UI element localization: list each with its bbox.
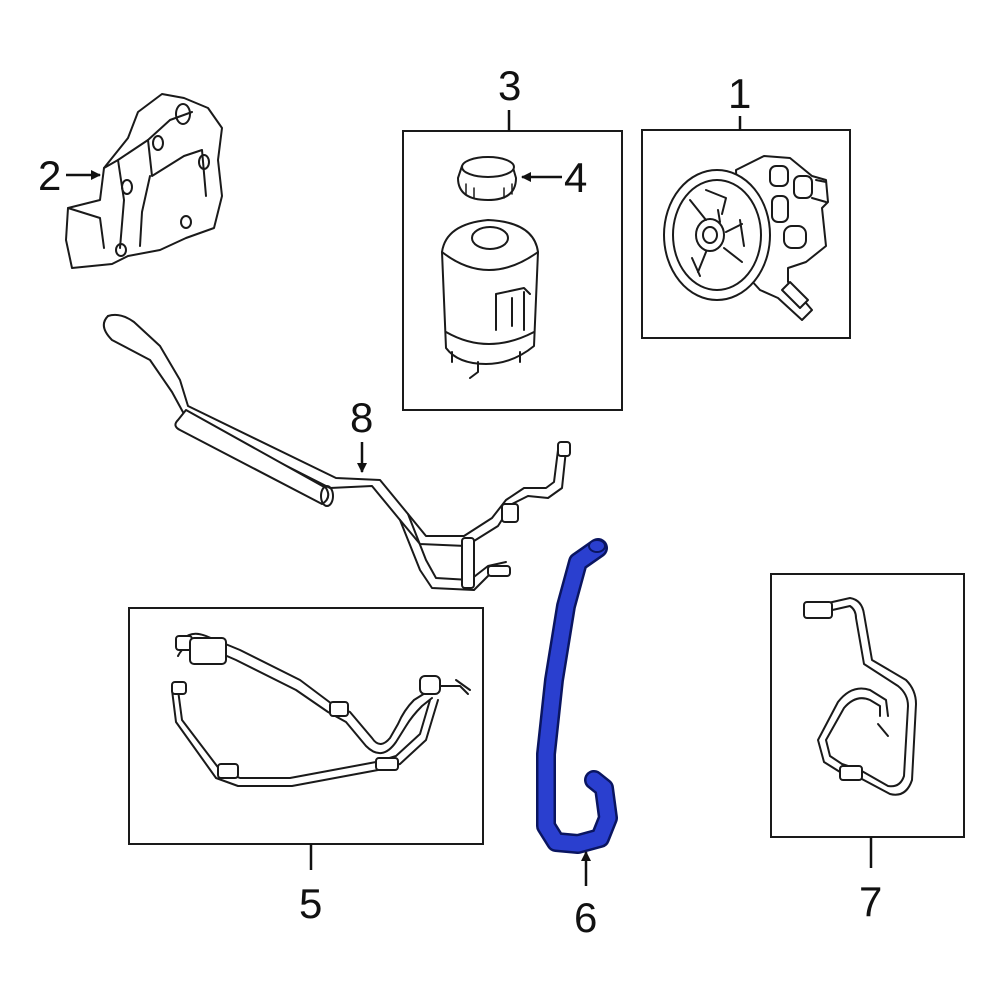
callout-4: 4 (521, 154, 587, 201)
pressure-line-part-8[interactable] (102, 313, 571, 591)
cooler-line-part-7[interactable] (803, 597, 917, 796)
callout-number-4: 4 (564, 154, 587, 201)
hose-assembly-box-frame (128, 607, 484, 845)
bracket-part-2[interactable] (65, 93, 223, 269)
callout-number-3: 3 (498, 62, 521, 109)
hose-assembly-part-5[interactable] (171, 632, 471, 787)
callout-number-8: 8 (350, 394, 373, 441)
callout-6: 6 (574, 851, 597, 941)
highlighted-hose-part-6[interactable] (536, 538, 618, 854)
callout-number-6: 6 (574, 894, 597, 941)
callout-number-1: 1 (728, 70, 751, 117)
callout-3: 3 (498, 62, 521, 131)
callout-number-5: 5 (299, 880, 322, 927)
callout-number-7: 7 (859, 878, 882, 925)
callout-8: 8 (350, 394, 373, 473)
callout-5: 5 (299, 844, 322, 927)
callout-7: 7 (859, 837, 882, 925)
callout-number-2: 2 (38, 152, 61, 199)
reservoir-cap-part-4[interactable] (457, 156, 517, 201)
pump-box-frame (641, 129, 851, 339)
power-steering-pump-part-1[interactable] (663, 155, 829, 321)
reservoir-part-3[interactable] (441, 219, 539, 379)
callout-2: 2 (38, 152, 101, 199)
callout-1: 1 (728, 70, 751, 130)
cooler-line-box-frame (770, 573, 965, 838)
reservoir-box-frame (402, 130, 623, 411)
